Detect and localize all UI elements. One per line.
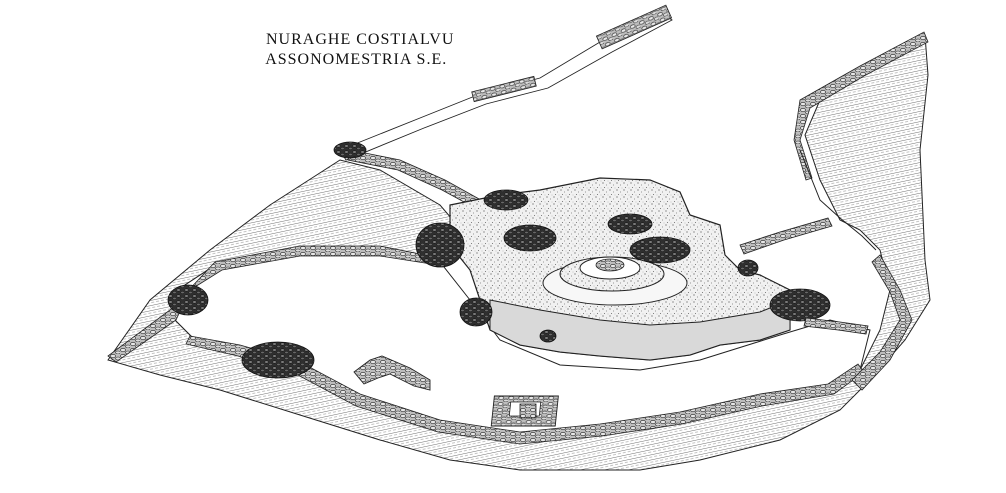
- outer-wall-east-lower: [851, 254, 913, 391]
- title-line-1: NURAGHE COSTIALVU: [266, 31, 455, 48]
- corner-tower-nw: [333, 141, 367, 159]
- bastion-tower-se: [769, 288, 831, 322]
- bastion-tower-s: [539, 329, 557, 343]
- drawing-title: NURAGHE COSTIALVU ASSONOMESTRIA S.E.: [258, 30, 454, 70]
- title-line-2: ASSONOMESTRIA S.E.: [265, 51, 448, 68]
- tower-core: [595, 258, 625, 272]
- east-wall-spur-south: [803, 317, 869, 335]
- north-wall-segment-2: [595, 4, 673, 50]
- hut-structure-west: [353, 355, 431, 391]
- bastion-tower-nw: [483, 189, 529, 211]
- corner-tower-w: [167, 284, 209, 316]
- outer-wall-east: [793, 31, 929, 181]
- east-boundary-line: [799, 149, 877, 251]
- corner-tower-sw: [241, 341, 315, 379]
- hut-structure-south-steps: [519, 403, 537, 419]
- bastion-front-face: [489, 299, 791, 361]
- inner-tower-ruin: [607, 213, 653, 235]
- east-wall-spur-north: [739, 217, 833, 255]
- bastion-tower-w: [415, 222, 465, 268]
- north-tower-ruin: [503, 224, 557, 252]
- east-tower-ruin: [629, 236, 691, 264]
- north-wall-segment-1: [471, 75, 537, 103]
- bastion-tower-e: [737, 259, 759, 277]
- outer-wall-west: [107, 245, 445, 363]
- bastion-tower-sw: [459, 297, 493, 327]
